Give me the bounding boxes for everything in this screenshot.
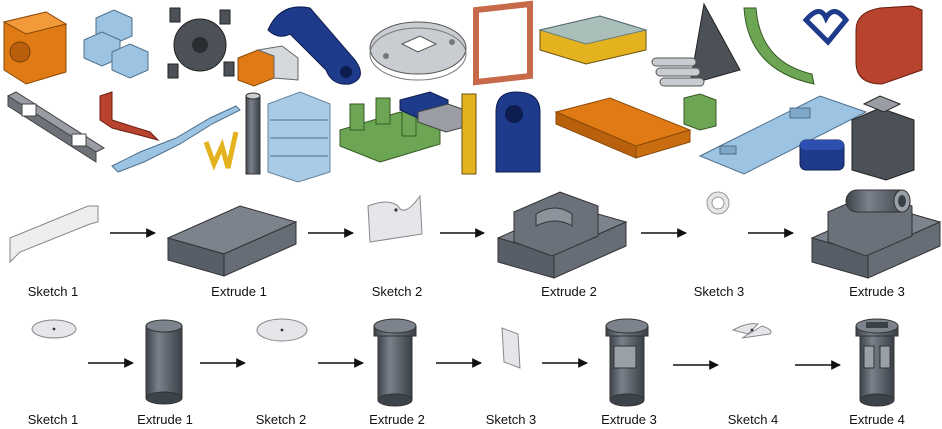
heart-frame-part [802,9,850,46]
small-angle-part [237,45,299,87]
gallery-row-2 [6,91,915,183]
sequence-1-extrude-2-shape [496,191,628,279]
sequence-1-label-sketch-3: Sketch 3 [693,284,745,299]
stepped-block-part [851,95,915,181]
sequence-2-sketch-1-shape [31,319,77,339]
navy-link-arm-part [267,6,361,85]
shelf-unit-part [267,91,331,183]
sequence-1-label-extrude-3: Extrude 3 [849,284,905,299]
sequence-2-label-sketch-4: Sketch 4 [727,412,779,427]
sequence-2-label-extrude-1: Extrude 1 [137,412,193,427]
slotted-plate-part [698,95,868,175]
sequence-2-label-extrude-2: Extrude 2 [369,412,425,427]
sequence-2-sketch-4-shape [731,323,772,339]
tensile-specimen-part [111,105,241,173]
sequence-1-sketch-3-shape [706,191,730,215]
stacked-cubes-part [83,9,149,79]
sequence-2-extrude-2-shape [373,318,417,407]
sequence-1-label-sketch-1: Sketch 1 [27,284,79,299]
green-cross-part [683,93,717,131]
orange-bracket-part [2,11,68,85]
navy-pillow-block-part [495,91,541,173]
tube-part [245,92,261,175]
sequence-2-extrude-1-shape [145,319,183,405]
sequence-2-label-sketch-1: Sketch 1 [27,412,79,427]
sequence-1-extrude-1-shape [166,205,298,277]
sequence-2-extrude-4-shape [855,318,899,407]
sequence-2-sketch-3-shape [501,327,521,369]
sequence-2-label-sketch-3: Sketch 3 [485,412,537,427]
gold-bar-part [461,93,477,175]
sequence-2-label-extrude-4: Extrude 4 [849,412,905,427]
sequence-2-label-extrude-3: Extrude 3 [601,412,657,427]
green-post-base-part [339,97,441,163]
sequence-1-label-extrude-2: Extrude 2 [541,284,597,299]
sequence-1-sketch-1-shape [9,205,99,264]
sequence-1-sketch-2-shape [367,194,423,243]
sequence-2-label-sketch-2: Sketch 2 [255,412,307,427]
sequence-1-label-sketch-2: Sketch 2 [371,284,423,299]
navy-cap-part [799,139,845,171]
round-plate-part [369,21,467,81]
copper-frame-part [473,0,533,86]
prism-with-rods-part [651,2,741,87]
zigzag-spring-part [203,131,239,171]
gear-part [167,7,235,79]
construction-sequence-2 [31,318,899,407]
sequence-1-extrude-3-shape [810,189,942,279]
sequence-1-label-extrude-1: Extrude 1 [211,284,267,299]
green-arc-part [743,7,815,85]
sequence-2-extrude-3-shape [605,318,649,407]
orange-tray-part [554,97,692,159]
gold-tray-part [538,15,648,65]
perforated-plate-part [6,91,106,163]
gallery-row-1 [2,0,923,87]
rust-bracket-part [99,91,160,141]
rust-block-part [855,5,923,85]
sequence-2-sketch-2-shape [256,318,308,342]
construction-sequence-1 [9,189,942,279]
